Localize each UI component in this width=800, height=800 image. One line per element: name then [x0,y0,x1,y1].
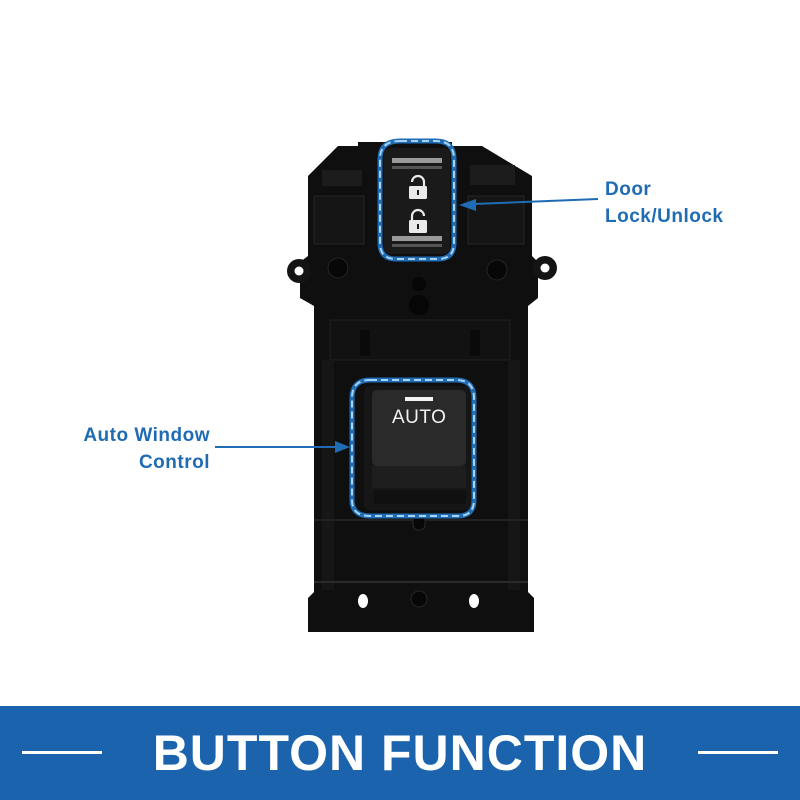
auto-switch-label: AUTO [392,407,447,428]
door-callout-line1: Door [605,179,652,200]
door-lock-callout: Door Lock/Unlock [605,176,723,230]
banner-right-rule [698,751,778,754]
auto-callout-line2: Control [138,452,210,473]
banner-title: BUTTON FUNCTION [152,725,648,781]
lock-icon [409,174,427,199]
auto-callout-line1: Auto Window [83,425,210,446]
unlock-icon [409,208,427,233]
auto-callout-arrow [215,441,350,453]
door-callout-arrow [459,198,599,211]
auto-window-callout: Auto Window Control [30,422,210,476]
product-photo: AUTO Door Lock/Unlock Auto Window Contro… [30,138,723,632]
auto-window-switch[interactable] [364,386,472,510]
door-lock-rocker[interactable] [384,148,450,254]
banner-left-rule [22,751,102,754]
window-switch-photo [215,138,599,632]
door-callout-line2: Lock/Unlock [605,206,724,227]
bottom-banner: BUTTON FUNCTION [0,706,800,800]
